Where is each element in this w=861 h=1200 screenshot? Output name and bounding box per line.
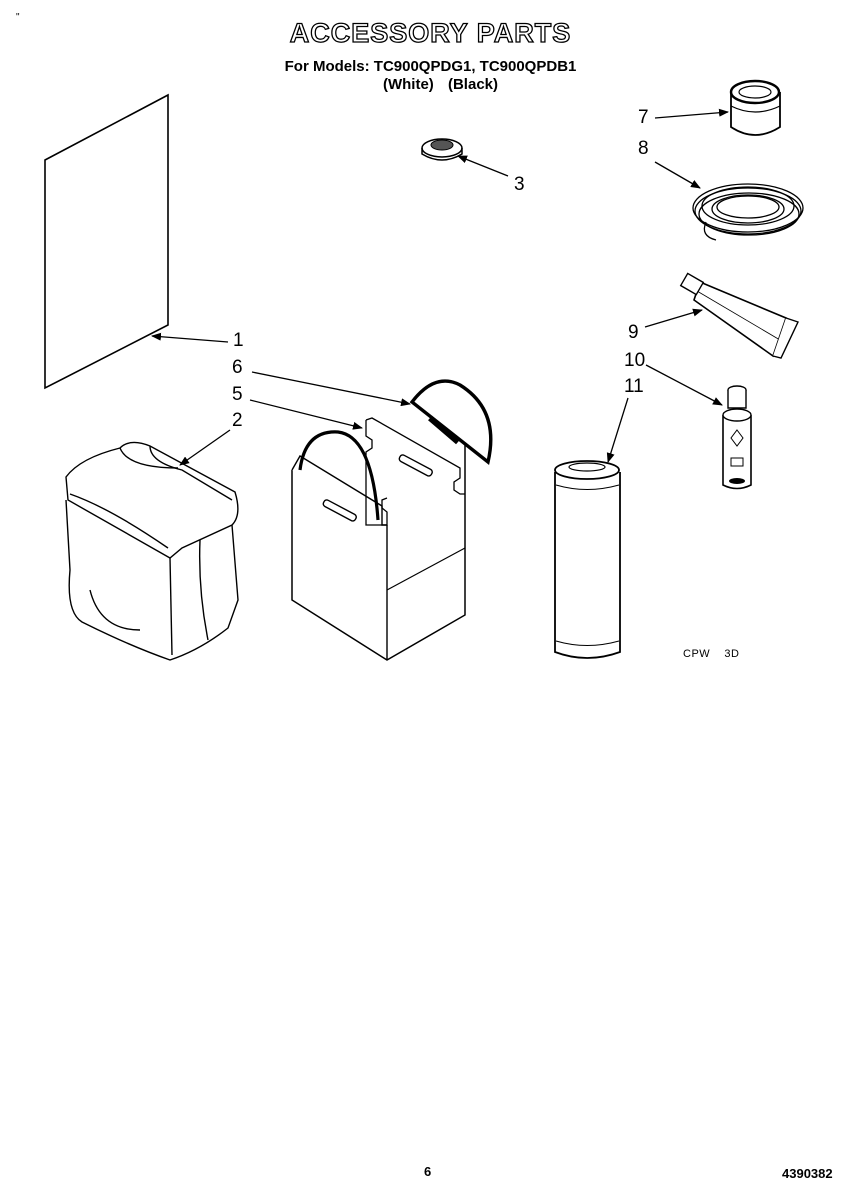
corner-mark: " xyxy=(16,12,20,23)
models-line: For Models: TC900QPDG1, TC900QPDB1 xyxy=(284,58,577,75)
part-9-tube xyxy=(679,272,799,359)
callout-6: 6 xyxy=(232,357,243,378)
callout-10: 10 xyxy=(624,350,646,371)
part-7-cap xyxy=(729,79,781,136)
part-1-sheet xyxy=(44,93,169,390)
part-3-grommet xyxy=(421,138,463,161)
callout-2: 2 xyxy=(232,410,243,431)
part-10-bottle xyxy=(722,385,752,490)
part-2-bag xyxy=(65,441,239,661)
part-6-handle xyxy=(298,379,493,521)
part-11-can xyxy=(554,460,621,659)
part-8-coil xyxy=(692,183,804,241)
diagram-code: CPW 3D xyxy=(683,648,740,660)
page-title: ACCESSORY PARTS xyxy=(289,17,572,48)
callout-7: 7 xyxy=(638,107,649,128)
document-number: 4390382 xyxy=(782,1166,833,1181)
callout-11: 11 xyxy=(624,376,644,397)
callout-1: 1 xyxy=(233,330,244,351)
callout-5: 5 xyxy=(232,384,243,405)
page-number: 6 xyxy=(424,1164,432,1179)
callout-9: 9 xyxy=(628,322,639,343)
color-variants: (White) (Black) xyxy=(10,76,861,93)
leader-lines xyxy=(151,108,729,466)
callout-8: 8 xyxy=(638,138,649,159)
callout-3: 3 xyxy=(514,174,525,195)
color-black-label: (Black) xyxy=(447,76,499,93)
part-5-holder xyxy=(291,417,466,661)
color-white-label: (White) xyxy=(382,76,434,93)
